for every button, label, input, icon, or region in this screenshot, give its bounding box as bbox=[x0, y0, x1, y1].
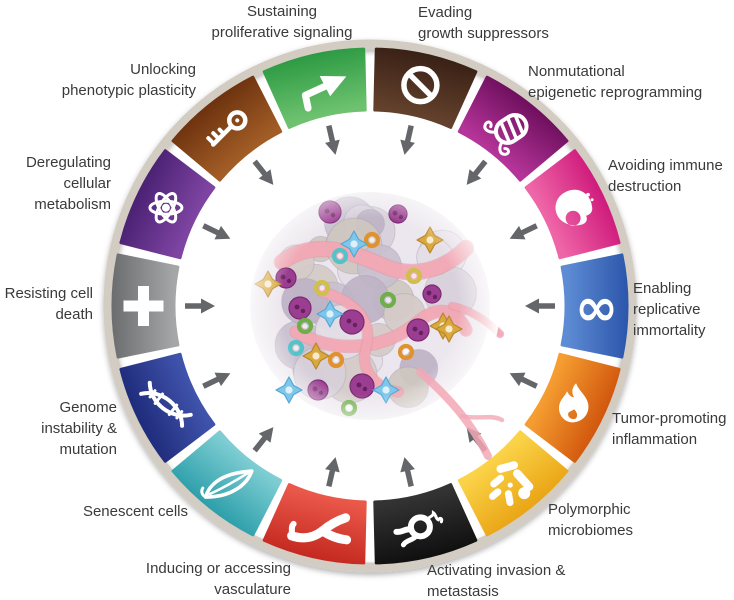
inward-arrow bbox=[202, 372, 231, 389]
inward-arrow bbox=[202, 223, 231, 240]
label-inducing-or-accessing-vasculature: Inducing or accessing vasculature bbox=[146, 558, 291, 600]
inward-arrow bbox=[252, 159, 274, 185]
label-line: Resisting cell bbox=[4, 285, 93, 302]
label-line: Polymorphic bbox=[548, 501, 631, 518]
infinity-icon: ∞ bbox=[575, 278, 618, 338]
label-line: Genome bbox=[59, 399, 117, 416]
label-line: vasculature bbox=[214, 581, 291, 598]
label-line: growth suppressors bbox=[418, 25, 549, 42]
inward-arrow bbox=[509, 223, 538, 240]
label-line: phenotypic plasticity bbox=[61, 82, 196, 99]
cross-icon bbox=[123, 286, 164, 326]
segment-enabling-replicative-immortality bbox=[560, 253, 629, 359]
label-line: Sustaining bbox=[246, 3, 318, 20]
ring-track bbox=[103, 39, 637, 573]
key-icon bbox=[206, 110, 248, 147]
inward-arrow bbox=[325, 457, 340, 487]
label-enabling-replicative-immortality: Enabling replicative immortality bbox=[633, 278, 706, 341]
inward-arrow bbox=[400, 125, 415, 155]
label-line: metabolism bbox=[34, 196, 111, 213]
label-tumor-promoting-inflammation: Tumor-promoting inflammation bbox=[612, 408, 726, 450]
label-line: microbiomes bbox=[548, 522, 634, 539]
label-line: Activating invasion & bbox=[427, 562, 566, 579]
label-evading-growth-suppressors: Evading growth suppressors bbox=[418, 2, 549, 44]
label-line: Enabling bbox=[633, 280, 692, 297]
label-line: cellular bbox=[63, 175, 111, 192]
inward-arrow bbox=[252, 427, 274, 453]
label-activating-invasion-metastasis: Activating invasion & metastasis bbox=[427, 560, 565, 600]
label-genome-instability-mutation: Genome instability & mutation bbox=[41, 397, 117, 460]
label-line: instability & bbox=[41, 420, 117, 437]
segment-inducing-or-accessing-vasculature bbox=[262, 483, 367, 565]
label-unlocking-phenotypic-plasticity: Unlocking phenotypic plasticity bbox=[62, 59, 196, 101]
bacteria-icon bbox=[489, 461, 534, 507]
segment-activating-invasion-metastasis bbox=[373, 483, 478, 565]
label-line: Senescent cells bbox=[82, 503, 188, 520]
label-line: Inducing or accessing bbox=[145, 560, 291, 577]
inward-arrow bbox=[185, 298, 215, 314]
segment-genome-instability-mutation bbox=[119, 352, 216, 463]
label-avoiding-immune-destruction: Avoiding immune destruction bbox=[608, 155, 723, 197]
prohibition-icon bbox=[401, 65, 440, 105]
label-deregulating-cellular-metabolism: Deregulating cellular metabolism bbox=[26, 152, 111, 215]
label-line: Deregulating bbox=[25, 154, 111, 171]
label-nonmutational-epigenetic-reprogramming: Nonmutational epigenetic reprogramming bbox=[528, 61, 702, 103]
tumor-illustration bbox=[240, 176, 505, 460]
label-line: epigenetic reprogramming bbox=[528, 84, 703, 101]
invasive-cell-icon bbox=[393, 510, 444, 548]
label-line: Unlocking bbox=[130, 61, 196, 78]
label-resisting-cell-death: Resisting cell death bbox=[5, 283, 93, 325]
atom-icon bbox=[148, 191, 184, 224]
label-line: proliferative signaling bbox=[211, 24, 353, 41]
leaf-icon bbox=[200, 469, 254, 499]
svg-text:∞: ∞ bbox=[575, 278, 618, 338]
label-line: Evading bbox=[418, 4, 473, 21]
label-polymorphic-microbiomes: Polymorphic microbiomes bbox=[548, 499, 633, 541]
dna-icon bbox=[139, 380, 193, 428]
segment-polymorphic-microbiomes bbox=[457, 430, 569, 537]
label-line: metastasis bbox=[427, 583, 499, 600]
bent-arrow-icon bbox=[301, 75, 347, 112]
flame-icon bbox=[558, 383, 589, 423]
label-line: destruction bbox=[608, 178, 682, 195]
label-sustaining-proliferative-signaling: Sustaining proliferative signaling bbox=[212, 1, 353, 43]
label-line: immortality bbox=[633, 322, 706, 339]
chromatin-icon bbox=[483, 112, 529, 156]
label-line: death bbox=[55, 306, 93, 323]
embryo-icon bbox=[555, 189, 594, 226]
segment-senescent-cells bbox=[171, 430, 283, 537]
label-line: Nonmutational bbox=[528, 63, 625, 80]
label-senescent-cells: Senescent cells bbox=[83, 501, 188, 522]
inward-arrow bbox=[325, 125, 340, 155]
inward-arrow bbox=[509, 372, 538, 389]
label-line: mutation bbox=[59, 441, 117, 458]
inward-arrow bbox=[400, 457, 415, 487]
label-line: inflammation bbox=[612, 431, 698, 448]
label-line: Avoiding immune bbox=[608, 157, 723, 174]
inward-arrow bbox=[525, 298, 555, 314]
vessel-icon bbox=[287, 513, 352, 545]
inward-arrow bbox=[466, 159, 488, 185]
label-line: replicative bbox=[633, 301, 701, 318]
label-line: Tumor-promoting bbox=[612, 410, 727, 427]
